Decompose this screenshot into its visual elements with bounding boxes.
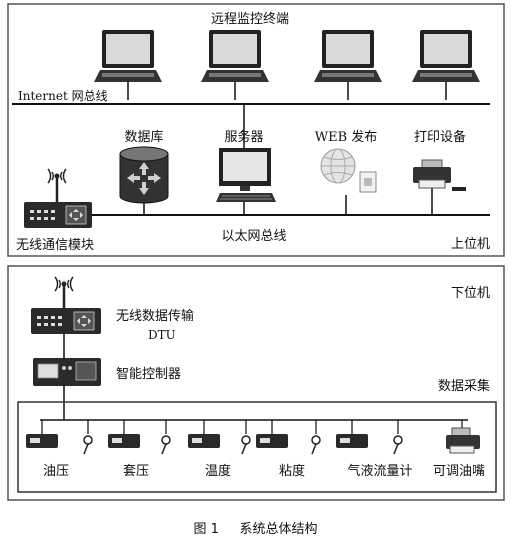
sensor-icon — [108, 420, 171, 455]
dtu-icon — [31, 276, 101, 334]
database-icon — [119, 146, 169, 204]
database-label: 数据库 — [124, 129, 163, 145]
sensor-icon — [256, 420, 321, 455]
printer-label: 打印设备 — [414, 129, 466, 145]
adjustable-choke-icon — [446, 420, 480, 454]
figure-title: 系统总体结构 — [239, 522, 318, 537]
sensor-icon — [26, 420, 93, 455]
sensor-icon — [336, 420, 403, 455]
data-acquisition-label: 数据采集 — [438, 378, 490, 394]
sensor-icon — [188, 420, 251, 455]
ethernet-bus-label: 以太网总线 — [221, 229, 286, 244]
controller-icon — [33, 358, 101, 386]
slave-label: 下位机 — [451, 286, 490, 301]
wireless-module-label: 无线通信模块 — [16, 238, 94, 253]
sensor-label: 套压 — [123, 463, 149, 479]
sensor-label: 粘度 — [279, 463, 305, 479]
web-publish-label: WEB 发布 — [315, 129, 378, 145]
printer-icon — [413, 159, 466, 191]
sensor-label: 油压 — [43, 464, 69, 479]
sensor-label: 气液流量计 — [347, 463, 412, 479]
host-label: 上位机 — [451, 237, 490, 252]
server-label: 服务器 — [224, 129, 263, 145]
remote-terminals-label: 远程监控终端 — [211, 11, 289, 27]
dtu-label-line1: 无线数据传输 — [116, 308, 194, 324]
figure-caption: 图 1 系统总体结构 — [0, 518, 511, 537]
acquisition-box — [17, 401, 497, 493]
web-globe-icon — [320, 148, 377, 193]
figure-number: 图 1 — [193, 522, 219, 537]
laptop-icon — [201, 30, 269, 82]
dtu-label-line2: DTU — [148, 328, 176, 342]
sensor-label: 温度 — [205, 463, 231, 479]
laptop-icon — [94, 30, 162, 82]
controller-label: 智能控制器 — [116, 367, 181, 382]
sensor-label: 可调油嘴 — [433, 464, 485, 479]
server-icon — [216, 148, 276, 202]
laptop-icon — [412, 30, 480, 82]
internet-bus-label: Internet 网总线 — [18, 89, 108, 103]
laptop-icon — [314, 30, 382, 82]
wireless-module-icon — [24, 168, 92, 228]
